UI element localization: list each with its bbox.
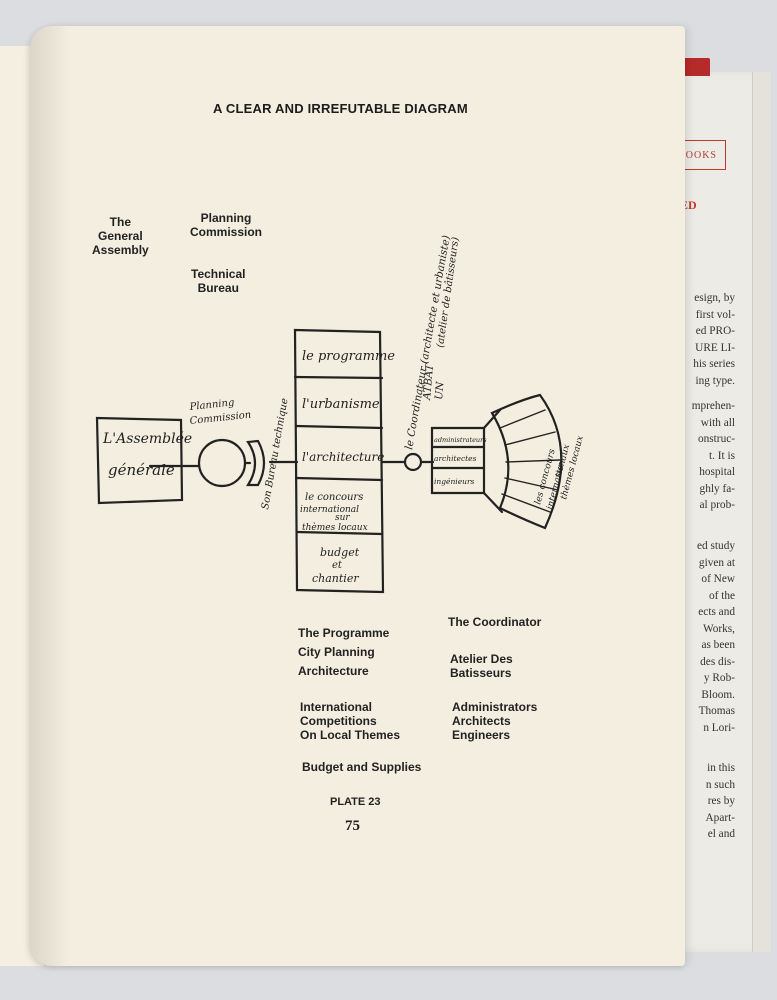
planning-circle xyxy=(197,438,247,488)
back-text-block-2: mprehen-with all onstruc-t. It is hospit… xyxy=(691,400,735,511)
caption-right-group-3: Administrators Architects Engineers xyxy=(452,700,538,742)
hw-assemblee-1: L'Assemblée xyxy=(102,431,192,447)
hw-budget-1: budget xyxy=(320,546,360,559)
background-book-spine xyxy=(752,72,771,952)
label-technical-bureau: Technical Bureau xyxy=(191,267,246,295)
hw-atbat-2: UN xyxy=(433,380,447,400)
bureau-bracket xyxy=(245,439,266,487)
caption-right-group-2: Atelier Des Batisseurs xyxy=(450,652,513,680)
hw-assemblee-2: générale xyxy=(108,461,175,479)
hw-urbanisme: l'urbanisme xyxy=(302,397,380,412)
page-title: A CLEAR AND IRREFUTABLE DIAGRAM xyxy=(213,101,468,116)
caption-left-group-1: The Programme City Planning Architecture xyxy=(298,626,390,678)
page-gutter-shadow xyxy=(30,26,70,966)
coordinator-circle xyxy=(403,452,423,472)
caption-left-group-3: Budget and Supplies xyxy=(302,760,422,774)
label-planning-commission: Planning Commission xyxy=(190,211,263,239)
hw-concours-2: international xyxy=(300,505,359,515)
caption-right-group-1: The Coordinator xyxy=(448,615,542,629)
label-general-assembly: The General Assembly xyxy=(92,215,149,257)
hw-atbat-1: ATBAT xyxy=(421,363,436,402)
hw-programme: le programme xyxy=(302,349,395,364)
column-box xyxy=(293,328,385,594)
hw-admin-2: architectes xyxy=(434,454,477,463)
hw-bureau: Son Bureau technique xyxy=(260,397,290,510)
book-page xyxy=(30,26,685,966)
assemblee-box xyxy=(95,416,184,505)
hw-admin-1: administrateurs xyxy=(434,436,487,444)
hw-concours-3: sur xyxy=(335,513,350,523)
hw-budget-2: et xyxy=(332,560,343,571)
hw-budget-3: chantier xyxy=(312,572,359,585)
caption-left-group-2: International Competitions On Local Them… xyxy=(300,700,401,742)
hw-concours-4: thèmes locaux xyxy=(302,522,368,533)
competitions-fan xyxy=(490,393,563,530)
hw-planning-1: Planning xyxy=(188,397,235,413)
hw-concours-1: le concours xyxy=(305,492,363,503)
hw-fan-3: sur xyxy=(553,461,567,478)
plate-label: PLATE 23 xyxy=(330,796,381,808)
hw-admin-3: ingénieurs xyxy=(434,477,475,486)
hw-architecture: l'architecture xyxy=(302,450,384,464)
hw-planning-2: Commission xyxy=(189,410,252,427)
page-number: 75 xyxy=(345,818,360,834)
